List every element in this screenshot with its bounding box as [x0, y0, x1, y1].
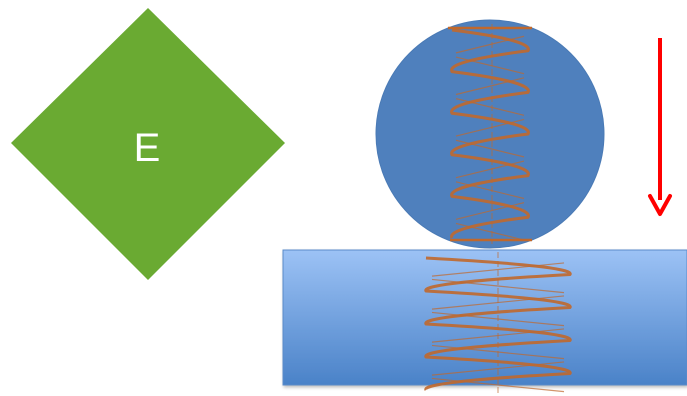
slab-spring-coil [424, 256, 572, 391]
down-arrow-icon [648, 38, 672, 216]
ball-spring-coil [450, 28, 530, 239]
diamond-label: E [134, 126, 161, 170]
diamond-shape: E [11, 8, 285, 280]
ball-circle [375, 19, 605, 249]
arrow-head [648, 194, 672, 216]
diamond-fill [11, 8, 285, 280]
ball-spring [448, 24, 532, 244]
ball-spring-coil-shadow [455, 35, 525, 241]
slab-spring-coil-shadow [431, 262, 565, 393]
slab-spring [424, 252, 572, 394]
